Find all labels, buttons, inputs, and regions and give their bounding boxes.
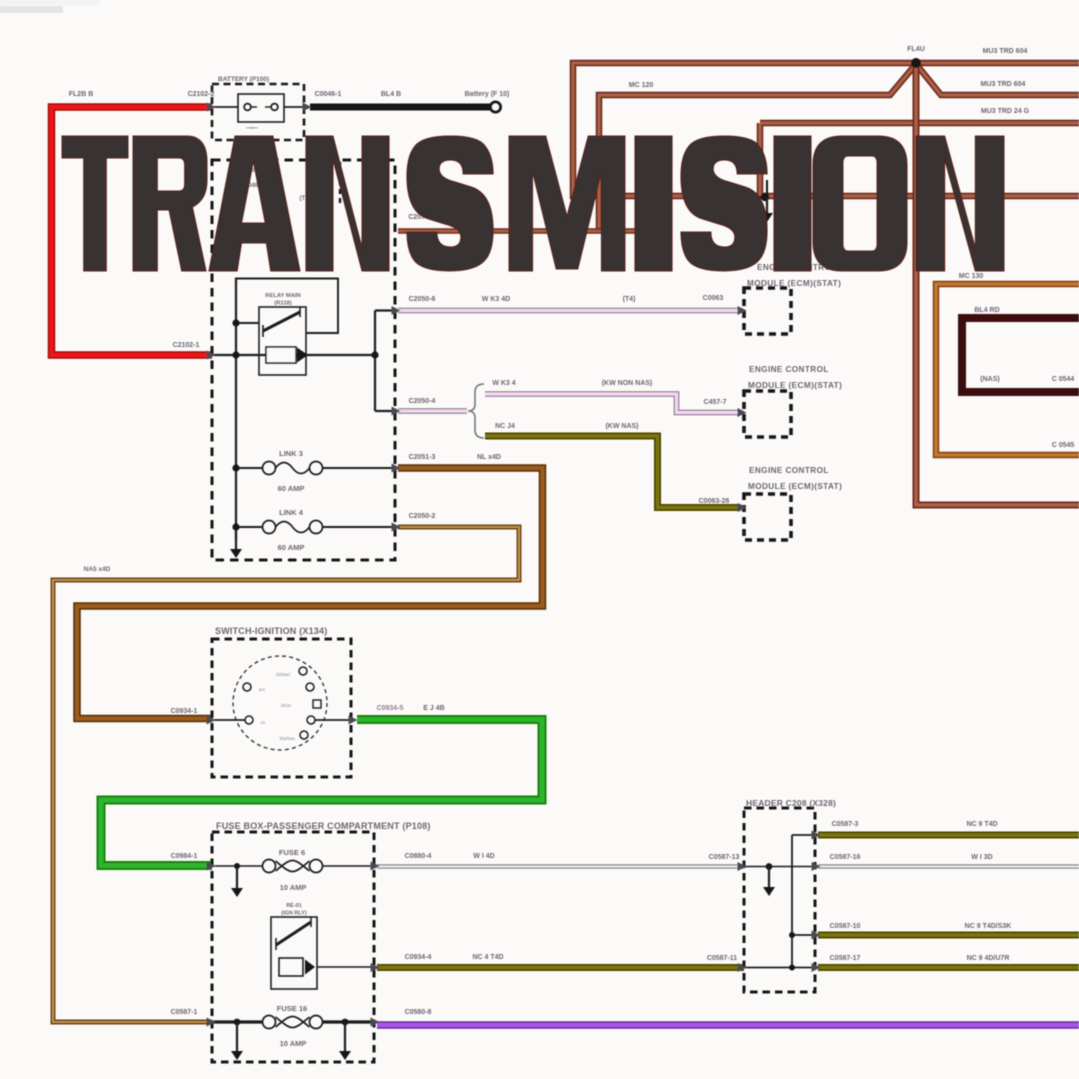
svg-text:(IGN RLY): (IGN RLY)	[281, 911, 307, 917]
svg-text:—▪—: —▪—	[246, 126, 258, 132]
svg-text:ENGINE CONTROL: ENGINE CONTROL	[749, 365, 829, 374]
svg-text:(KW NON NAS): (KW NON NAS)	[602, 380, 653, 387]
svg-text:30/on: 30/on	[281, 703, 292, 708]
svg-text:MODULE (ECM)(STAT): MODULE (ECM)(STAT)	[747, 279, 841, 288]
svg-text:W I 3D: W I 3D	[971, 854, 992, 861]
svg-text:FUSE 16: FUSE 16	[277, 1004, 307, 1013]
svg-text:(R118): (R118)	[274, 301, 291, 307]
svg-text:C2074 A: C2074 A	[408, 214, 435, 221]
svg-text:MODULE (ECM)(STAT): MODULE (ECM)(STAT)	[748, 381, 842, 390]
svg-text:FL4U: FL4U	[907, 46, 925, 53]
svg-text:MU3 TRD 604: MU3 TRD 604	[983, 48, 1028, 55]
svg-text:C2102-1: C2102-1	[173, 342, 200, 349]
svg-text:FUSE BOX-PASSENGER COMPARTMENT: FUSE BOX-PASSENGER COMPARTMENT (P108)	[216, 821, 431, 831]
svg-text:C0580-8: C0580-8	[405, 1009, 432, 1016]
svg-text:Battery (F 10): Battery (F 10)	[465, 91, 510, 98]
svg-text:C0587-13: C0587-13	[709, 854, 740, 861]
svg-text:MC 120: MC 120	[629, 82, 654, 89]
svg-text:30/start: 30/start	[276, 672, 291, 677]
svg-text:RE-01: RE-01	[286, 903, 302, 909]
svg-text:FL2B B: FL2B B	[69, 91, 94, 98]
svg-text:C0063: C0063	[703, 295, 724, 302]
svg-text:MU3 TRD 24 G: MU3 TRD 24 G	[981, 108, 1030, 115]
svg-text:NC J4: NC J4	[495, 423, 515, 430]
svg-text:(NAS): (NAS)	[980, 376, 999, 383]
svg-text:C 0544: C 0544	[1052, 376, 1075, 383]
svg-text:C 0545: C 0545	[1052, 442, 1075, 449]
svg-text:60 AMP: 60 AMP	[278, 543, 305, 552]
svg-text:C0063-26: C0063-26	[699, 498, 730, 505]
svg-text:NL x4D: NL x4D	[477, 454, 501, 461]
svg-text:10 AMP: 10 AMP	[280, 1039, 307, 1048]
svg-text:(T4): (T4)	[300, 196, 311, 202]
svg-text:C0046-1: C0046-1	[315, 91, 342, 98]
svg-text:NC 9 T4D: NC 9 T4D	[966, 821, 997, 828]
svg-text:MODULE (ECM)(STAT): MODULE (ECM)(STAT)	[748, 482, 842, 491]
svg-text:C0934-4: C0934-4	[405, 954, 432, 961]
svg-text:C0587-10: C0587-10	[830, 923, 861, 930]
svg-text:HEADER C208 (X328): HEADER C208 (X328)	[746, 798, 836, 808]
svg-text:C2051-3: C2051-3	[409, 454, 436, 461]
svg-text:C0046 8: C0046 8	[241, 183, 264, 189]
svg-text:C0587-11: C0587-11	[707, 955, 737, 962]
svg-text:C2102-2: C2102-2	[188, 91, 215, 98]
svg-text:C0587-3: C0587-3	[832, 821, 859, 828]
svg-text:60 AMP: 60 AMP	[278, 484, 305, 493]
svg-text:W K3 4: W K3 4	[492, 380, 515, 387]
svg-text:C0984-1: C0984-1	[171, 853, 198, 860]
svg-text:C2050-6: C2050-6	[409, 296, 436, 303]
svg-text:C2050-2: C2050-2	[409, 513, 436, 520]
svg-text:on: on	[261, 720, 266, 725]
svg-text:30a/Nas: 30a/Nas	[279, 736, 295, 741]
svg-text:BATTERY (P100): BATTERY (P100)	[218, 76, 269, 83]
svg-text:NA5 x4D: NA5 x4D	[84, 566, 111, 573]
svg-text:NC 9 4D/U7R: NC 9 4D/U7R	[967, 955, 1010, 962]
svg-text:C0587-17: C0587-17	[830, 955, 861, 962]
svg-text:(KW NAS): (KW NAS)	[605, 423, 638, 430]
svg-text:W I 4D: W I 4D	[473, 853, 494, 860]
svg-text:E J 4B: E J 4B	[423, 705, 444, 712]
svg-text:FUSE 6: FUSE 6	[279, 848, 305, 857]
svg-text:C0934-1: C0934-1	[171, 708, 198, 715]
svg-text:C0880-4: C0880-4	[405, 853, 432, 860]
svg-text:BL4 B: BL4 B	[381, 91, 401, 98]
svg-text:C457-7: C457-7	[704, 399, 727, 406]
svg-text:LINK 4: LINK 4	[279, 508, 304, 517]
svg-text:10 AMP: 10 AMP	[280, 883, 307, 892]
svg-text:ENGINE CONTROL: ENGINE CONTROL	[749, 466, 829, 475]
svg-text:C0587-1: C0587-1	[171, 1009, 198, 1016]
svg-text:NC 4 T4D: NC 4 T4D	[472, 954, 503, 961]
svg-text:MU3 TRD 604: MU3 TRD 604	[981, 81, 1026, 88]
svg-text:BL4 RD: BL4 RD	[974, 307, 999, 314]
svg-text:C2050-4: C2050-4	[409, 398, 436, 405]
svg-text:SWITCH-IGNITION (X134): SWITCH-IGNITION (X134)	[215, 626, 327, 636]
svg-text:W K3 4D: W K3 4D	[482, 296, 510, 303]
svg-text:C0587-16: C0587-16	[830, 854, 861, 861]
svg-text:acc: acc	[259, 687, 266, 692]
svg-text:RELAY MAIN: RELAY MAIN	[265, 293, 300, 299]
svg-text:LINK 3: LINK 3	[279, 449, 303, 458]
svg-text:NC 9 T4D/S3K: NC 9 T4D/S3K	[965, 923, 1012, 930]
svg-text:C0934-5: C0934-5	[377, 705, 404, 712]
svg-text:(T4): (T4)	[623, 296, 636, 303]
svg-text:MC 130: MC 130	[959, 273, 984, 280]
